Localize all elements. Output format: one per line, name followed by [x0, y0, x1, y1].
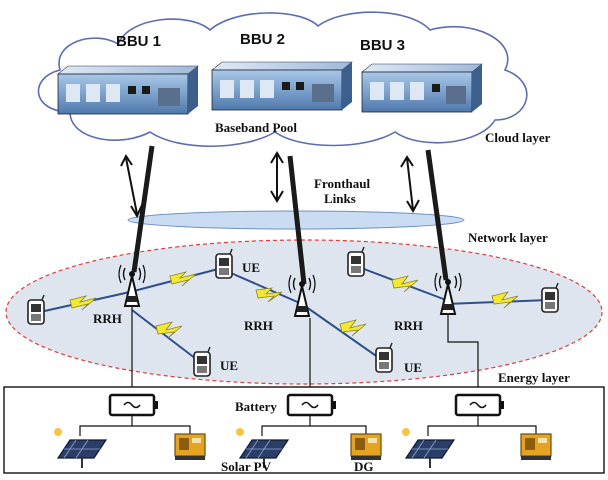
network-layer-label: Network layer: [468, 230, 548, 245]
battery-3: [454, 393, 506, 417]
fronthaul-label-line2: Links: [324, 191, 356, 206]
dg-label: DG: [354, 459, 374, 474]
fronthaul-cable-3: [425, 149, 449, 281]
bbu-server-1: [57, 65, 199, 115]
power-lines: [131, 306, 479, 396]
fronthaul-arrow-2: [270, 151, 284, 203]
network-layer: Network layer Fronthaul Links: [127, 176, 548, 245]
ue-label-2: UE: [220, 358, 238, 373]
diesel-generator-1: [174, 433, 206, 461]
fronthaul-arrow-3: [400, 155, 420, 214]
energy-layer-label: Energy layer: [498, 370, 570, 385]
baseband-pool-label: Baseband Pool: [215, 120, 297, 135]
rrh-label-2: RRH: [244, 318, 273, 333]
fronthaul-cable-1: [131, 145, 155, 273]
fronthaul-cable-2: [287, 155, 307, 285]
solar-pv-label: Solar PV: [221, 459, 272, 474]
ue-phone-6: [541, 282, 559, 313]
ue-phone-2: [215, 248, 233, 279]
bbu-label-3: BBU 3: [360, 37, 405, 54]
cloud-layer-label: Cloud layer: [485, 130, 551, 145]
rrh-label-3: RRH: [394, 318, 423, 333]
ue-phone-3: [193, 346, 211, 377]
fronthaul-arrow-1: [120, 154, 143, 219]
diesel-generator-3: [520, 433, 552, 461]
energy-wiring: [79, 415, 537, 436]
energy-layer: Energy layer Battery Solar PV DG: [3, 370, 605, 474]
bbu-label-1: BBU 1: [116, 33, 161, 50]
fronthaul-label-line1: Fronthaul: [314, 176, 370, 191]
fronthaul-links: [120, 145, 449, 285]
battery-2: [286, 393, 338, 417]
ue-label-3: UE: [404, 360, 422, 375]
ue-phone-5: [375, 342, 393, 373]
battery-label: Battery: [235, 399, 277, 414]
battery-1: [108, 393, 160, 417]
wireless-zigzags: [69, 271, 519, 339]
ue-phone-1: [27, 294, 45, 325]
bbu-server-2: [211, 61, 353, 111]
rrh-label-1: RRH: [93, 311, 122, 326]
ue-phone-4: [347, 246, 365, 277]
diesel-generator-2: [350, 433, 382, 461]
bbu-label-2: BBU 2: [240, 31, 285, 48]
bbu-server-3: [361, 63, 483, 113]
ue-label-1: UE: [242, 260, 260, 275]
cloud-layer: BBU 1 BBU 2 BBU 3 Baseband Pool Cloud la…: [37, 11, 551, 148]
